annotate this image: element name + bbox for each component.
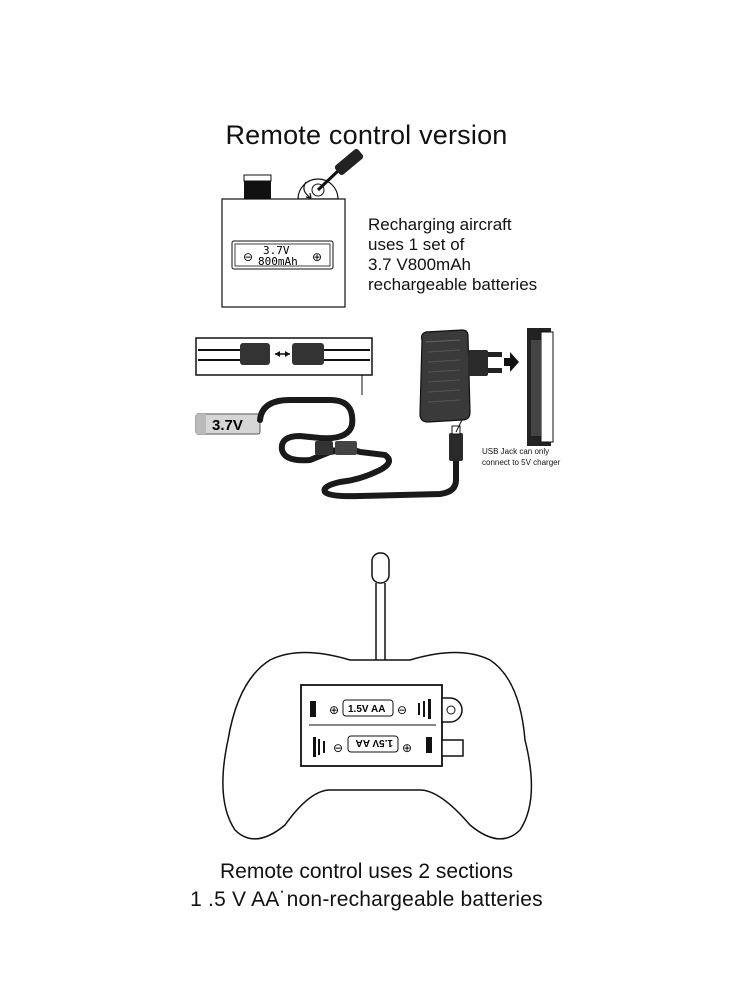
- aircraft-note-line-4: rechargeable batteries: [368, 275, 538, 294]
- battery-capacity-label: 800mAh: [258, 255, 298, 268]
- battery-pack: 3.7V: [195, 413, 261, 435]
- screwdriver-icon: [303, 148, 364, 199]
- page-title: Remote control version: [225, 120, 508, 150]
- svg-text:⊖: ⊖: [397, 703, 407, 717]
- usb-plug: [449, 425, 463, 461]
- aircraft-note-line-3: 3.7 V800mAh: [368, 255, 472, 274]
- cable-connector: [315, 441, 357, 455]
- svg-text:⊕: ⊕: [402, 741, 412, 755]
- svg-text:⊖: ⊖: [333, 741, 343, 755]
- usb-note-line-2: connect to 5V charger: [482, 458, 561, 467]
- plug-in-arrow: [504, 352, 519, 372]
- remote-note-line-1: Remote control uses 2 sections: [220, 860, 513, 883]
- aircraft-note-line-2: uses 1 set of: [368, 235, 465, 254]
- usb-note-line-1: USB Jack can only: [482, 447, 550, 456]
- wall-socket: [527, 328, 554, 446]
- connector-inset: [195, 337, 373, 395]
- aircraft-battery-compartment: ⊖ 3.7V 800mAh ⊕: [221, 174, 346, 308]
- remote-note-line-2: 1 .5 V AA˙non-rechargeable batteries: [190, 888, 543, 911]
- svg-text:⊕: ⊕: [329, 703, 339, 717]
- bottom-battery-label: 1.5V AA: [356, 737, 393, 748]
- battery-pack-label: 3.7V: [212, 417, 243, 434]
- aircraft-note-line-1: Recharging aircraft: [368, 215, 512, 234]
- top-battery-label: 1.5V AA: [348, 704, 385, 715]
- remote-antenna: [371, 552, 390, 660]
- remote-battery-holder: ⊕ 1.5V AA ⊖ ⊖ 1.5V AA ⊕: [300, 684, 464, 767]
- battery-voltage-label: 3.7V: [263, 244, 290, 257]
- wall-charger: [419, 329, 502, 433]
- battery-minus-symbol: ⊖: [243, 250, 253, 264]
- battery-plus-symbol: ⊕: [312, 250, 322, 264]
